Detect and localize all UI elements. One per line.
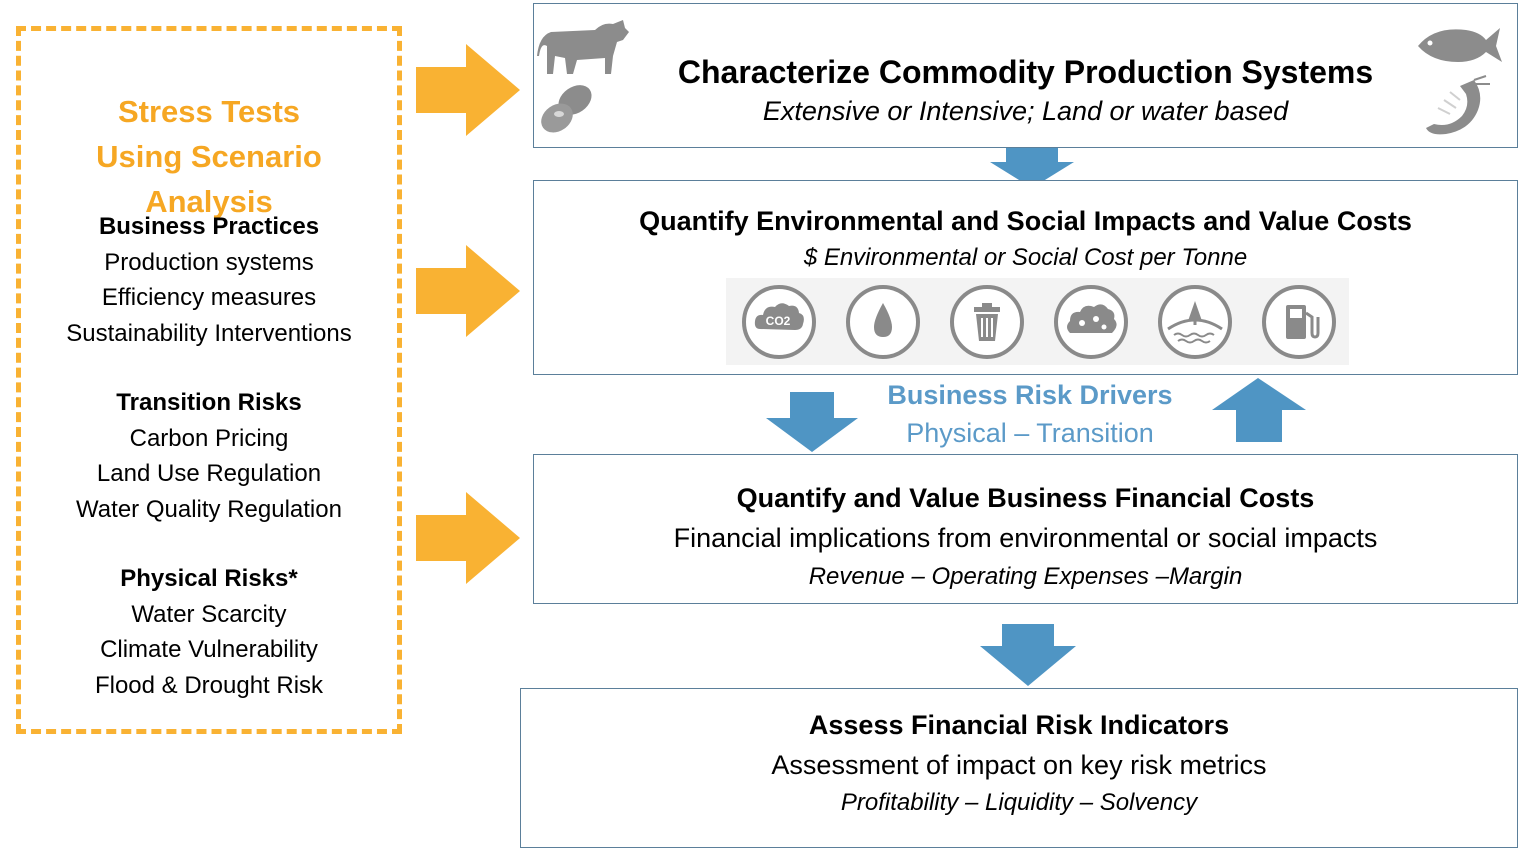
step-subtitle: $ Environmental or Social Cost per Tonne [803, 244, 1248, 271]
orange-arrow-1 [416, 44, 520, 136]
water-drop-icon [846, 285, 920, 359]
step-subtitle: Profitability – Liquidity – Solvency [840, 789, 1198, 816]
up-arrow-drivers [1212, 378, 1306, 442]
step-subtitle: Revenue – Operating Expenses –Margin [808, 563, 1243, 590]
step-title: Assess Financial Risk Indicators [808, 710, 1230, 740]
physical-risks-group: Physical Risks* Water Scarcity Climate V… [21, 561, 397, 703]
step-title: Quantify Environmental and Social Impact… [639, 206, 1412, 236]
group-item: Water Quality Regulation [76, 495, 342, 523]
risk-drivers-title: Business Risk Drivers [887, 380, 1173, 410]
step-characterize-box: Characterize Commodity Production System… [533, 3, 1518, 148]
group-item: Efficiency measures [101, 284, 317, 311]
business-practices-group: Business Practices Production systems Ef… [21, 209, 397, 351]
step-title: Characterize Commodity Production System… [677, 54, 1374, 90]
group-item: Flood & Drought Risk [94, 671, 324, 699]
step-line: Assessment of impact on key risk metrics [771, 750, 1267, 780]
group-heading: Business Practices [98, 213, 320, 240]
step-quantify-impacts-box: Quantify Environmental and Social Impact… [533, 180, 1518, 375]
down-arrow-2 [980, 624, 1076, 686]
stress-test-title-line: Analysis [145, 184, 273, 219]
transition-risks-group: Transition Risks Carbon Pricing Land Use… [21, 385, 397, 527]
co2-icon: CO2 [742, 285, 816, 359]
step-subtitle: Extensive or Intensive; Land or water ba… [762, 96, 1289, 126]
bean-icon [541, 85, 592, 133]
fuel-pump-icon [1262, 285, 1336, 359]
orange-arrow-3 [416, 492, 520, 584]
group-item: Water Scarcity [131, 600, 287, 628]
group-heading: Transition Risks [116, 389, 302, 416]
cow-icon [537, 20, 629, 74]
fish-icon [1418, 28, 1502, 62]
group-item: Production systems [104, 248, 314, 276]
stress-test-panel: Stress Tests Using Scenario Analysis Bus… [16, 26, 402, 734]
waste-bin-icon [950, 285, 1024, 359]
co2-label: CO2 [766, 314, 791, 328]
stress-test-title: Stress Tests Using Scenario Analysis [21, 89, 397, 224]
shrimp-icon [1426, 75, 1490, 135]
air-pollution-icon [1054, 285, 1128, 359]
group-item: Carbon Pricing [129, 424, 289, 452]
group-item: Land Use Regulation [96, 460, 322, 487]
step-line: Financial implications from environmenta… [673, 523, 1378, 553]
stress-test-title-line: Stress Tests [117, 94, 301, 129]
stress-test-title-line: Using Scenario [96, 139, 322, 174]
land-use-icon [1158, 285, 1232, 359]
orange-arrow-2 [416, 245, 520, 337]
group-heading: Physical Risks* [120, 565, 298, 592]
group-item: Sustainability Interventions [66, 319, 352, 347]
down-arrow-1 [990, 148, 1074, 188]
impact-icons-strip: CO2 [726, 278, 1349, 365]
down-arrow-drivers [766, 392, 858, 452]
group-item: Climate Vulnerability [100, 636, 318, 663]
risk-drivers-subtitle: Physical – Transition [906, 418, 1154, 448]
step-title: Quantify and Value Business Financial Co… [736, 483, 1315, 513]
step-financial-costs-box: Quantify and Value Business Financial Co… [533, 454, 1518, 604]
step-risk-indicators-box: Assess Financial Risk Indicators Assessm… [520, 688, 1518, 848]
